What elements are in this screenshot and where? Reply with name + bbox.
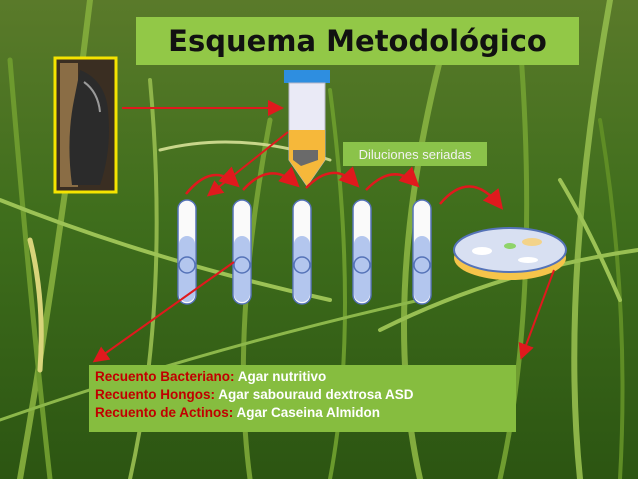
test-tube-icon [413, 200, 431, 304]
results-key: Recuento Hongos: [95, 387, 215, 402]
results-line-actinos: Recuento de Actinos: Agar Caseina Almido… [95, 404, 510, 422]
results-value: Agar Caseina Almidon [233, 405, 380, 420]
test-tube-icon [293, 200, 311, 304]
page-title: Esquema Metodológico [168, 24, 547, 58]
title-banner: Esquema Metodológico [136, 17, 579, 65]
results-value: Agar sabouraud dextrosa ASD [215, 387, 414, 402]
results-box: Recuento Bacteriano: Agar nutritivo Recu… [89, 365, 516, 432]
dilution-label: Diluciones seriadas [343, 142, 487, 166]
test-tube-icon [233, 200, 251, 304]
results-key: Recuento Bacteriano: [95, 369, 235, 384]
results-value: Agar nutritivo [235, 369, 327, 384]
results-line-fungi: Recuento Hongos: Agar sabouraud dextrosa… [95, 386, 510, 404]
results-line-bacteria: Recuento Bacteriano: Agar nutritivo [95, 368, 510, 386]
results-key: Recuento de Actinos: [95, 405, 233, 420]
soil-sample-photo [55, 58, 116, 192]
petri-dish-icon [454, 228, 566, 280]
test-tube-icon [178, 200, 196, 304]
test-tube-icon [353, 200, 371, 304]
